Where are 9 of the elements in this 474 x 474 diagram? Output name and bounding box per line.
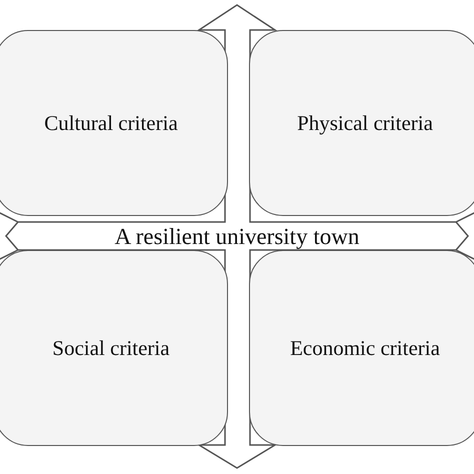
node-label: Cultural criteria [44,110,178,136]
node-label: Economic criteria [290,336,440,360]
rounded-box [249,250,474,446]
rounded-box [249,30,474,216]
node-label: Social criteria [52,336,170,360]
rounded-box [0,30,228,216]
node-label: Physical criteria [297,110,433,136]
center-label: A resilient university town [114,224,360,250]
rounded-box [0,250,228,446]
